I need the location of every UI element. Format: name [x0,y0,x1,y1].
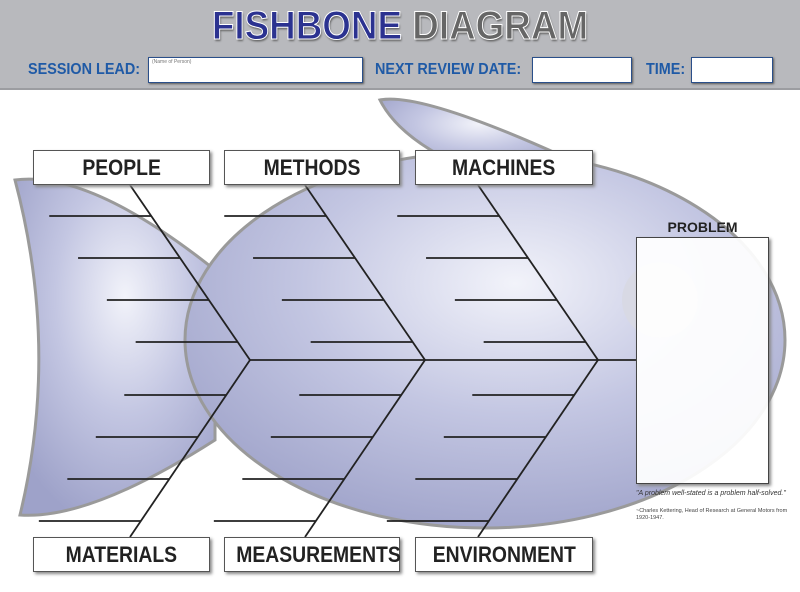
quote-attribution: ~Charles Kettering, Head of Research at … [636,508,788,521]
next-review-label: NEXT REVIEW DATE: [375,61,522,78]
category-methods[interactable]: METHODS [224,150,400,185]
time-field[interactable] [691,57,773,83]
bone-bottom [477,359,599,538]
page-title: FISHBONE DIAGRAM [211,4,589,49]
category-people[interactable]: PEOPLE [33,150,210,185]
header: FISHBONE DIAGRAM SESSION LEAD: (Name of … [0,0,800,90]
problem-label: PROBLEM [667,219,738,235]
quote: "A problem well-stated is a problem half… [636,490,786,497]
next-review-date-field[interactable] [532,57,632,83]
category-materials[interactable]: MATERIALS [33,537,210,572]
bone-top [304,184,426,361]
bone-bottom [129,359,251,538]
bone-bottom [304,359,426,538]
category-machines[interactable]: MACHINES [415,150,593,185]
bone-top [477,184,599,361]
session-lead-label: SESSION LEAD: [28,61,141,78]
session-lead-field[interactable]: (Name of Person) [148,57,363,83]
fish-tail [13,177,217,517]
category-measurements[interactable]: MEASUREMENTS [224,537,401,572]
bone-top [129,184,251,361]
category-environment[interactable]: ENVIRONMENT [415,537,593,572]
problem-box[interactable] [636,237,769,484]
session-lead-placeholder: (Name of Person) [152,59,192,65]
time-label: TIME: [646,61,686,78]
